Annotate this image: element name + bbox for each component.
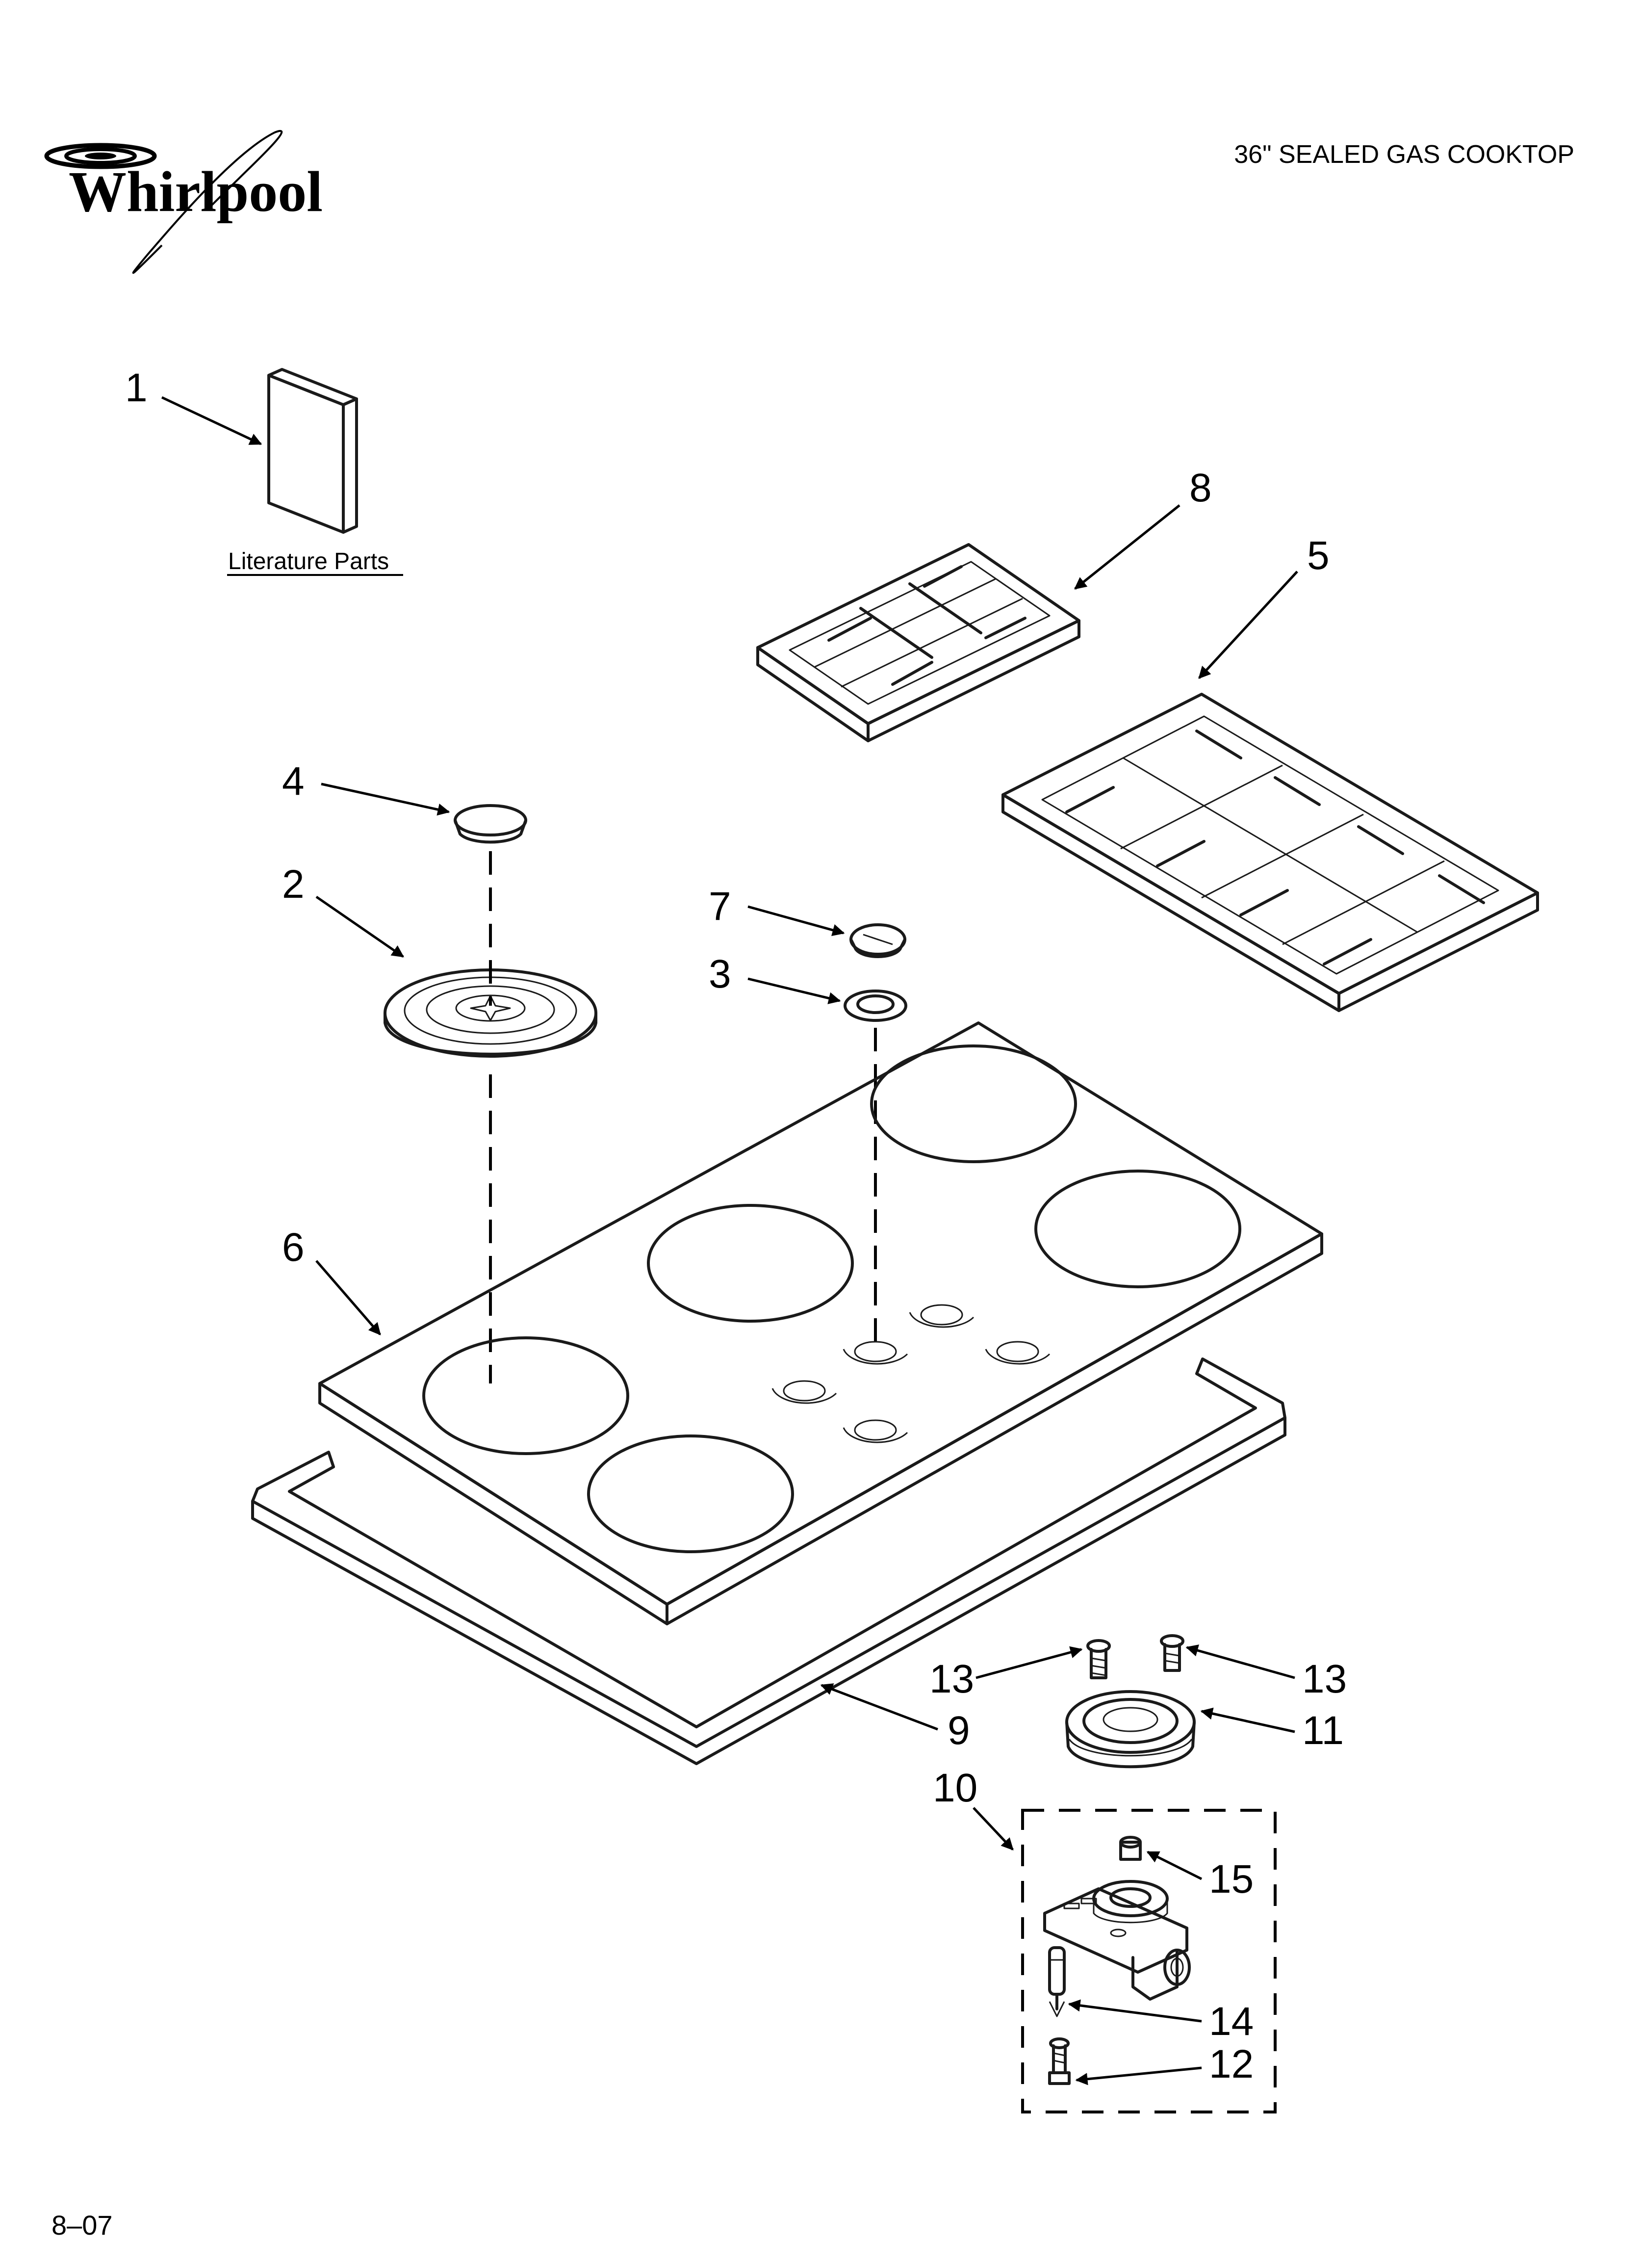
burner-opening-center (647, 1204, 854, 1323)
logo-text: Whirlpool (69, 159, 323, 224)
callout-13-right: 13 (1302, 1657, 1347, 1701)
screw-left (1086, 1639, 1111, 1679)
sealed-burner (1065, 1690, 1196, 1769)
callout-8: 8 (1189, 466, 1212, 510)
small-grate (756, 543, 1080, 742)
burner-assembly-box (1021, 1809, 1277, 2113)
callout-5: 5 (1307, 533, 1330, 578)
literature-label: Literature Parts (228, 548, 389, 574)
callout-12: 12 (1209, 2042, 1254, 2086)
whirlpool-logo: Whirlpool (44, 130, 323, 274)
callout-6: 6 (282, 1225, 305, 1270)
page-title: 36" SEALED GAS COOKTOP (1234, 140, 1574, 169)
callout-10: 10 (933, 1766, 977, 1810)
callout-3: 3 (709, 952, 731, 996)
callout-2: 2 (282, 862, 305, 907)
burner-opening-left-front (422, 1336, 629, 1455)
leader-lines (161, 396, 1298, 2086)
callout-13-left: 13 (929, 1657, 974, 1701)
burner-assembly (1043, 1836, 1191, 2085)
cooktop-glass (318, 1021, 1323, 1625)
control-markings (771, 1304, 1051, 1443)
callout-11: 11 (1302, 1708, 1344, 1753)
callout-15: 15 (1209, 1857, 1254, 1902)
control-knob (849, 923, 906, 958)
logo-swoosh (132, 130, 283, 274)
callout-7: 7 (709, 884, 731, 929)
callout-4: 4 (282, 759, 305, 804)
footer-code: 8–07 (51, 2210, 113, 2241)
swirl-icon (44, 143, 157, 169)
burner-opening-left-rear (587, 1434, 794, 1553)
burner-opening-right-rear (870, 1044, 1077, 1163)
burner-opening-right-front (1034, 1170, 1241, 1288)
screw-right (1160, 1634, 1184, 1672)
callout-9: 9 (948, 1708, 970, 1753)
knob-bezel (844, 990, 907, 1022)
callout-1: 1 (125, 365, 148, 410)
callout-14: 14 (1209, 1999, 1254, 2044)
literature-parts (267, 368, 358, 534)
large-grate (1001, 693, 1539, 1012)
burner-cap (454, 804, 527, 844)
cooktop-gasket (251, 1357, 1286, 1765)
